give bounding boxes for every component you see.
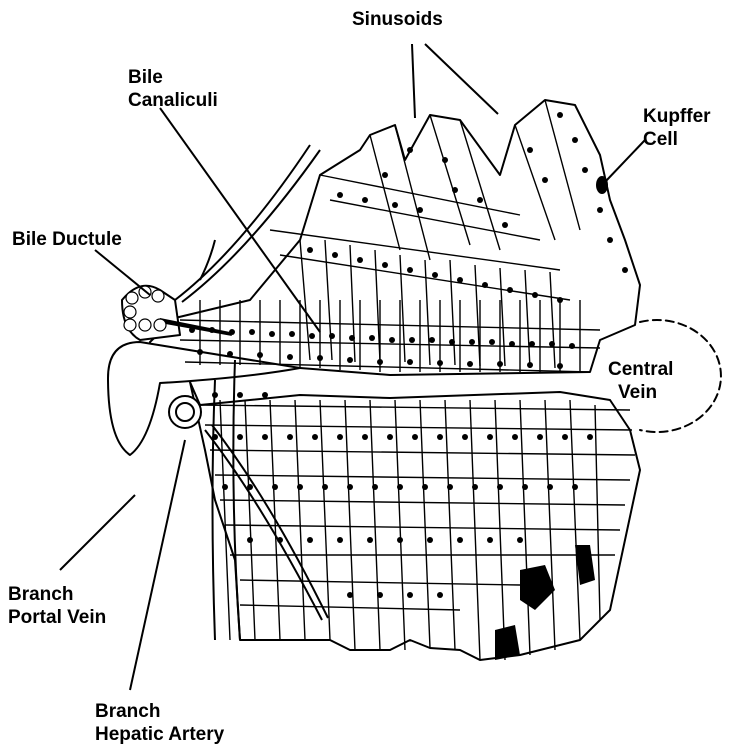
- label-kupffer-cell: Kupffer Cell: [643, 105, 711, 151]
- kupffer-cell: [596, 176, 608, 194]
- leader-kupffer: [605, 140, 645, 182]
- leader-hepatic: [130, 440, 185, 690]
- leader-portal: [60, 495, 135, 570]
- label-branch-portal-vein: Branch Portal Vein: [8, 583, 106, 629]
- leader-sinusoids-2: [425, 44, 498, 114]
- leader-sinusoids-1: [412, 44, 415, 118]
- lower-lobule-outline: [190, 382, 640, 660]
- leader-ductule: [95, 250, 150, 295]
- label-bile-canaliculi: Bile Canaliculi: [128, 66, 218, 112]
- label-central-vein: Central Vein: [608, 358, 673, 404]
- label-bile-ductule: Bile Ductule: [12, 228, 122, 251]
- leader-canaliculi: [160, 108, 320, 332]
- label-sinusoids: Sinusoids: [352, 8, 443, 31]
- label-branch-hepatic-artery: Branch Hepatic Artery: [95, 700, 224, 746]
